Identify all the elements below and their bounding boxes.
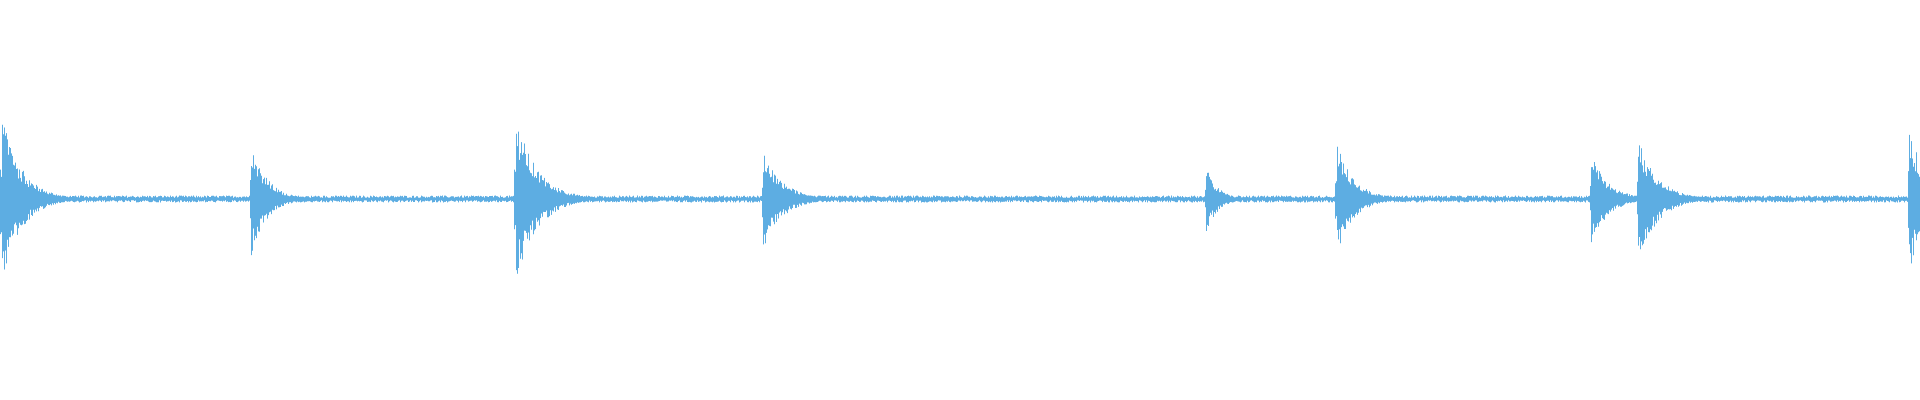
waveform-samples: [0, 124, 1920, 274]
